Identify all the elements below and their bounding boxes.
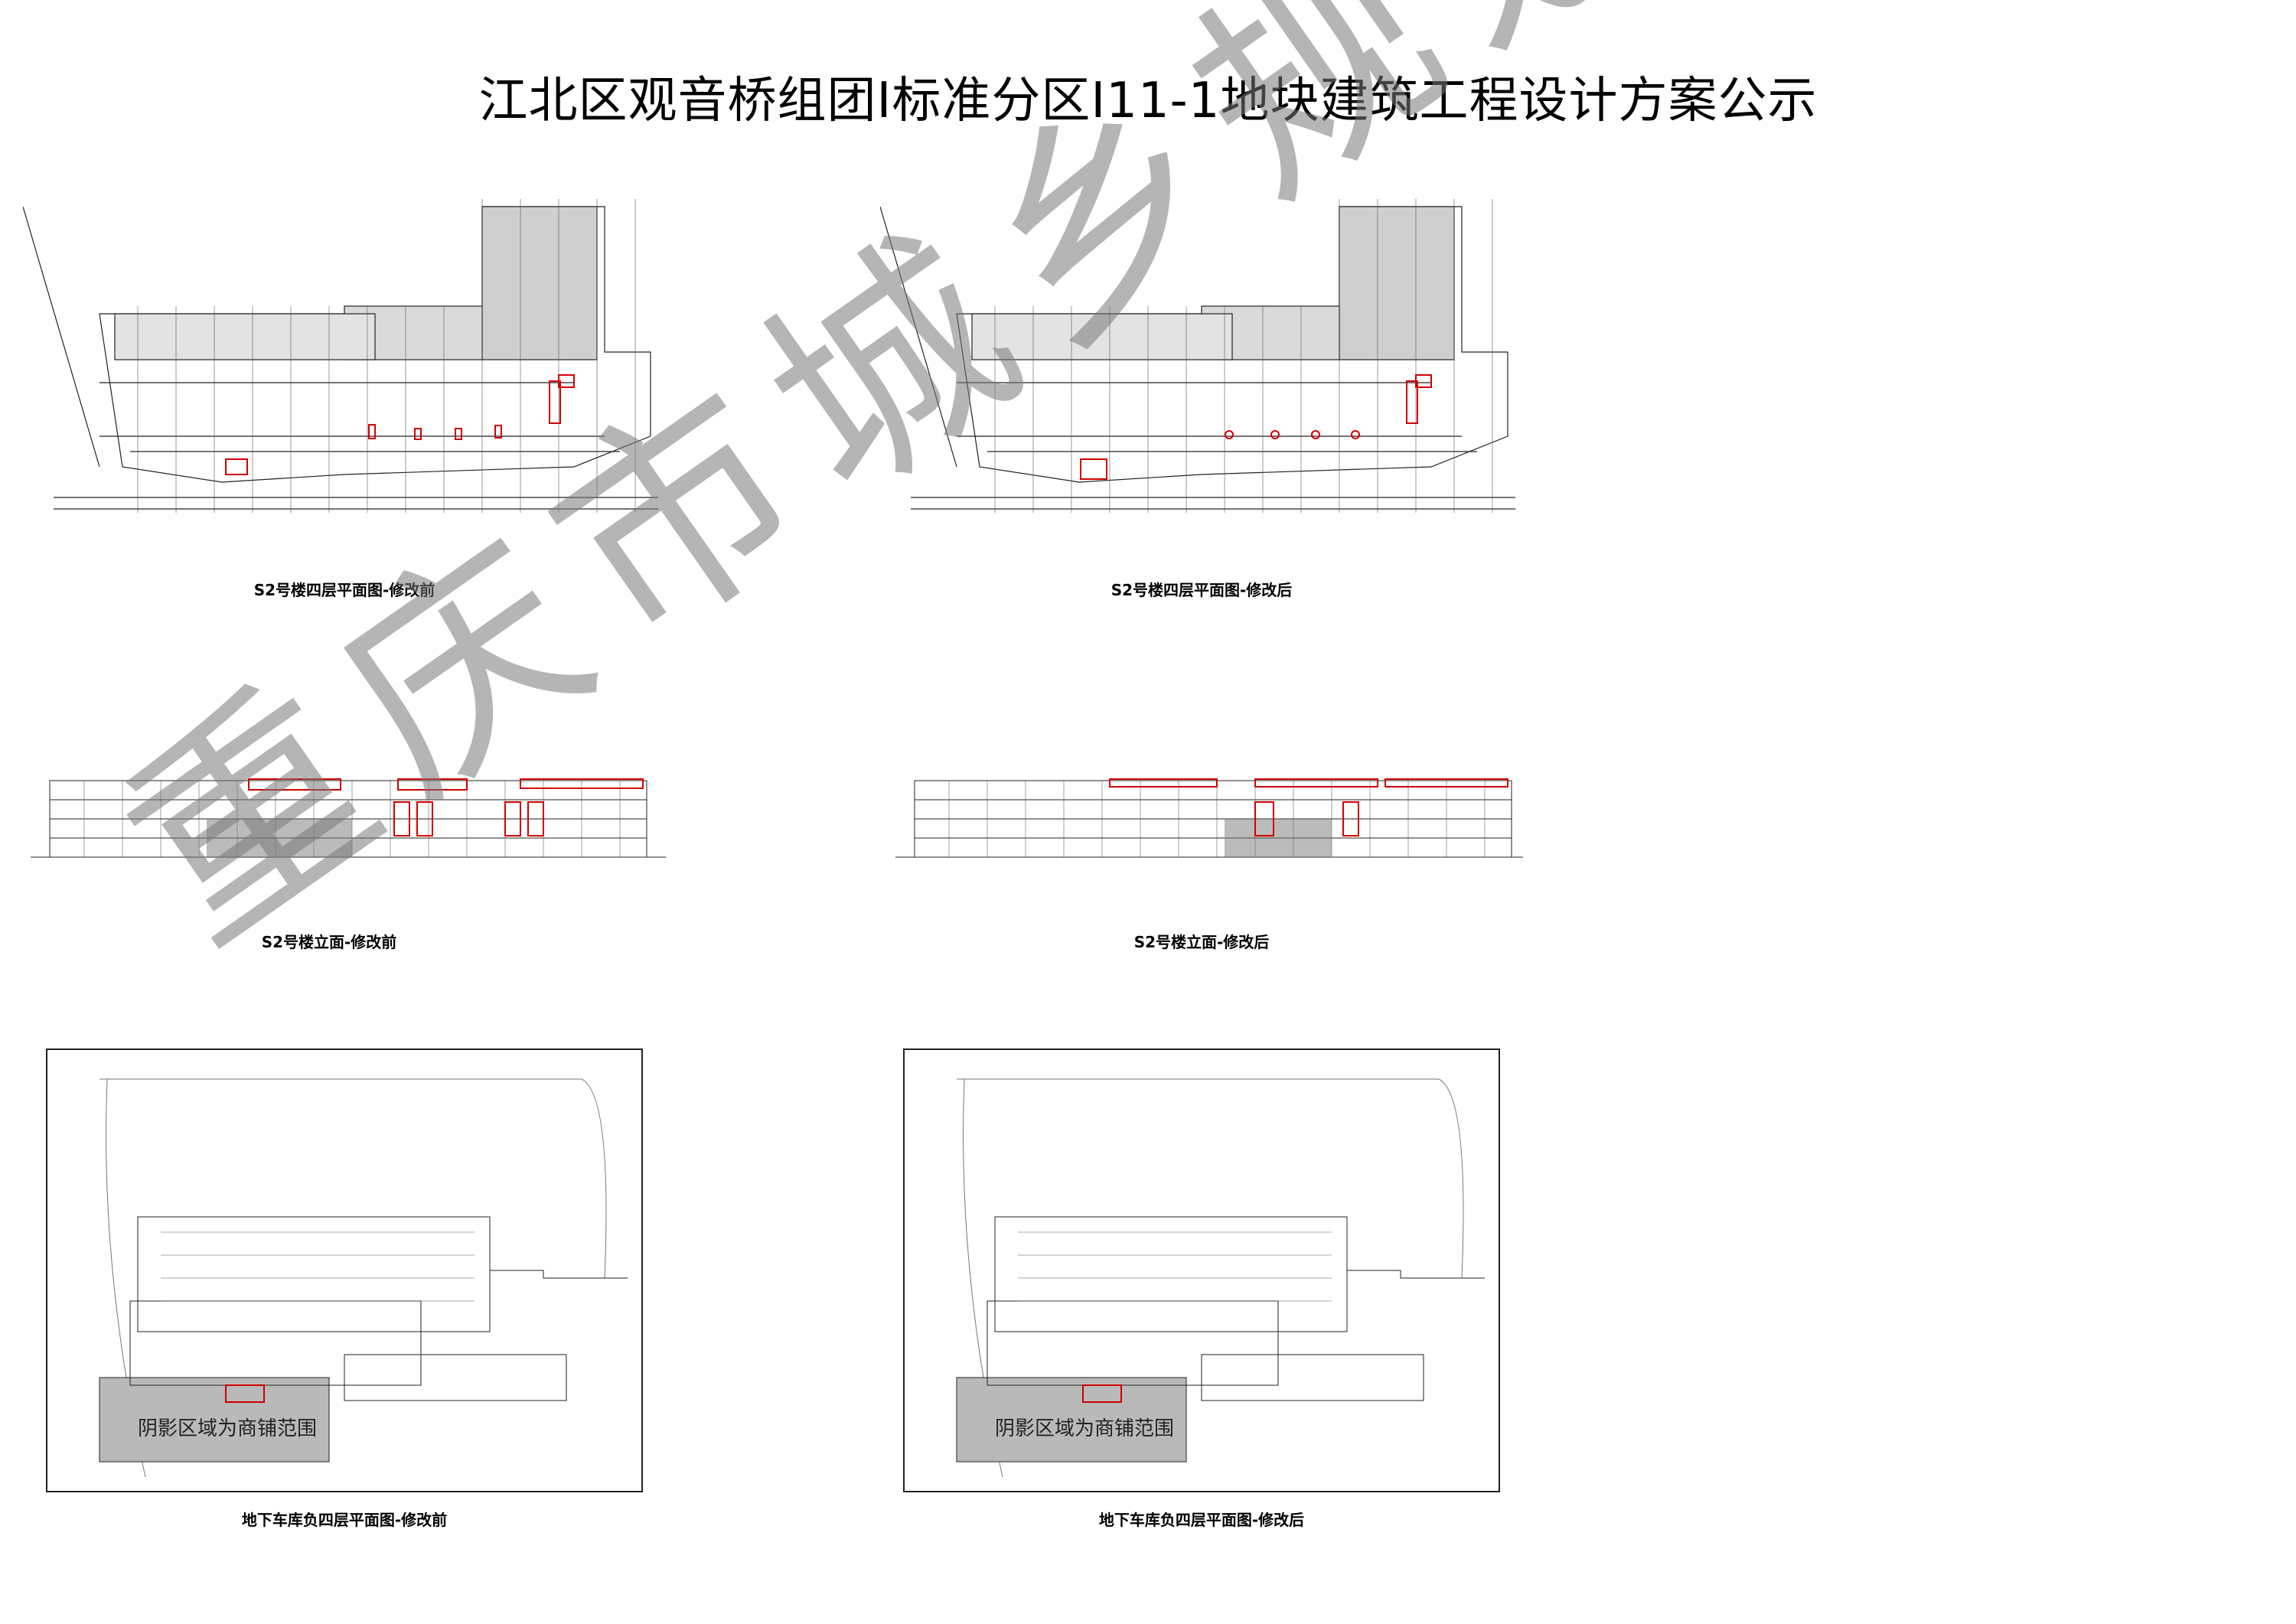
elevation-before [23,765,673,895]
floor-plan-after [880,191,1531,528]
garage-plan-after: 阴影区域为商铺范围 [903,1048,1500,1492]
caption-floor-before: S2号楼四层平面图-修改前 [253,581,435,599]
caption-floor-after: S2号楼四层平面图-修改后 [1110,581,1293,599]
garage-plan-before: 阴影区域为商铺范围 [46,1048,643,1492]
caption-b4-after: 地下车库负四层平面图-修改后 [1098,1511,1305,1529]
floor-plan-before [23,191,673,528]
shaded-area-label: 阴影区域为商铺范围 [995,1417,1174,1440]
page-title: 江北区观音桥组团I标准分区I11-1地块建筑工程设计方案公示 [478,73,1818,129]
elevation-after [888,765,1531,895]
shaded-area-label: 阴影区域为商铺范围 [138,1417,317,1440]
caption-elev-before: S2号楼立面-修改前 [261,933,397,951]
caption-elev-after: S2号楼立面-修改后 [1133,933,1270,951]
caption-b4-before: 地下车库负四层平面图-修改前 [241,1511,448,1529]
